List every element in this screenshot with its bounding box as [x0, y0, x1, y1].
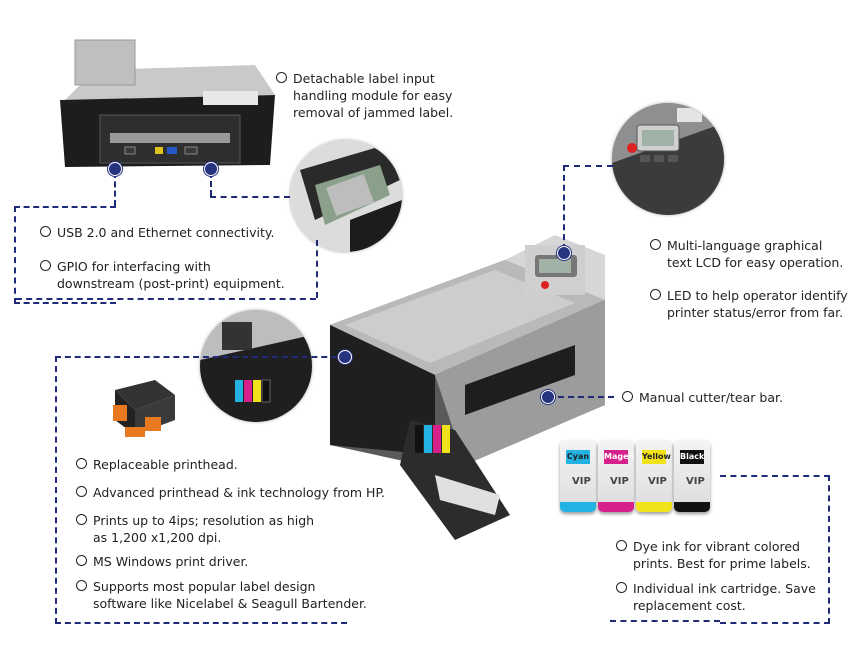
feature-text: Individual ink cartridge. Save replaceme… [633, 581, 816, 613]
callout-line-ink-bottom [610, 620, 720, 622]
feature-cartridge: Individual ink cartridge. Save replaceme… [616, 580, 846, 614]
bullet-circle-icon [616, 540, 627, 551]
bullet-circle-icon [622, 391, 633, 402]
feature-speed: Prints up to 4ips; resolution as high as… [76, 512, 376, 546]
feature-text: Dye ink for vibrant colored prints. Best… [633, 539, 811, 571]
callout-dot-lcd [557, 246, 571, 260]
cartridge-yellow: Yellow VIP [636, 440, 672, 512]
feature-dye-ink: Dye ink for vibrant colored prints. Best… [616, 538, 846, 572]
bullet-circle-icon [76, 514, 87, 525]
lcd-panel-closeup [612, 103, 724, 215]
feature-text: Detachable label input handling module f… [293, 71, 454, 120]
callout-dot-module [204, 162, 218, 176]
feature-text: Prints up to 4ips; resolution as high as… [93, 513, 315, 545]
cartridge-brand: VIP [686, 476, 705, 487]
feature-input-module: Detachable label input handling module f… [276, 70, 506, 121]
bullet-circle-icon [76, 555, 87, 566]
cartridge-black: Black VIP [674, 440, 710, 512]
feature-text: Supports most popular label design softw… [93, 579, 367, 611]
callout-line-lcd-vert [563, 165, 565, 250]
callout-line-usb [14, 206, 116, 304]
bullet-circle-icon [76, 486, 87, 497]
callout-line-lcd [563, 165, 613, 167]
bullet-circle-icon [76, 458, 87, 469]
callout-line-module-h [210, 196, 290, 198]
callout-line-left [55, 356, 347, 624]
feature-lcd: Multi-language graphical text LCD for ea… [650, 237, 850, 271]
feature-text: GPIO for interfacing with downstream (po… [57, 259, 285, 291]
feature-text: Replaceable printhead. [93, 457, 238, 472]
callout-line-gpio-vert [316, 240, 318, 298]
callout-line-ink [720, 475, 830, 624]
bullet-circle-icon [40, 260, 51, 271]
cartridge-brand: VIP [648, 476, 667, 487]
feature-usb: USB 2.0 and Ethernet connectivity. [40, 224, 320, 241]
cartridge-cyan: Cyan VIP [560, 440, 596, 512]
callout-dot-cutter [541, 390, 555, 404]
cartridge-brand: VIP [572, 476, 591, 487]
cartridge-label: Yellow [642, 450, 671, 464]
feature-text: USB 2.0 and Ethernet connectivity. [57, 225, 275, 240]
input-module-closeup [290, 140, 402, 252]
cartridge-magenta: Magenta VIP [598, 440, 634, 512]
ink-cartridges-photo: Cyan VIP Magenta VIP Yellow VIP Black VI… [560, 440, 720, 515]
printer-rear-photo [60, 39, 275, 167]
callout-line-usb-vert [114, 172, 116, 206]
bullet-circle-icon [616, 582, 627, 593]
feature-led: LED to help operator identify printer st… [650, 287, 860, 321]
feature-software: Supports most popular label design softw… [76, 578, 396, 612]
callout-dot-gpio [338, 350, 352, 364]
feature-driver: MS Windows print driver. [76, 553, 356, 570]
callout-dot-usb [108, 162, 122, 176]
feature-printhead: Replaceable printhead. [76, 456, 356, 473]
bullet-circle-icon [650, 239, 661, 250]
bullet-circle-icon [76, 580, 87, 591]
bullet-circle-icon [276, 72, 287, 83]
callout-line-cutter [548, 396, 614, 398]
bullet-circle-icon [40, 226, 51, 237]
feature-text: Advanced printhead & ink technology from… [93, 485, 386, 500]
cartridge-label: Cyan [566, 450, 590, 464]
cartridge-label: Black [680, 450, 704, 464]
feature-tech: Advanced printhead & ink technology from… [76, 484, 396, 501]
feature-cutter: Manual cutter/tear bar. [622, 389, 842, 406]
feature-text: Multi-language graphical text LCD for ea… [667, 238, 844, 270]
cartridge-brand: VIP [610, 476, 629, 487]
printhead-photo [113, 380, 175, 437]
printer-photo [330, 235, 605, 540]
feature-text: MS Windows print driver. [93, 554, 249, 569]
callout-line-module [210, 172, 212, 196]
feature-gpio: GPIO for interfacing with downstream (po… [40, 258, 320, 292]
feature-text: LED to help operator identify printer st… [667, 288, 848, 320]
bullet-circle-icon [650, 289, 661, 300]
cartridge-label: Magenta [604, 450, 634, 464]
callout-line-gpio [16, 298, 316, 300]
feature-text: Manual cutter/tear bar. [639, 390, 783, 405]
